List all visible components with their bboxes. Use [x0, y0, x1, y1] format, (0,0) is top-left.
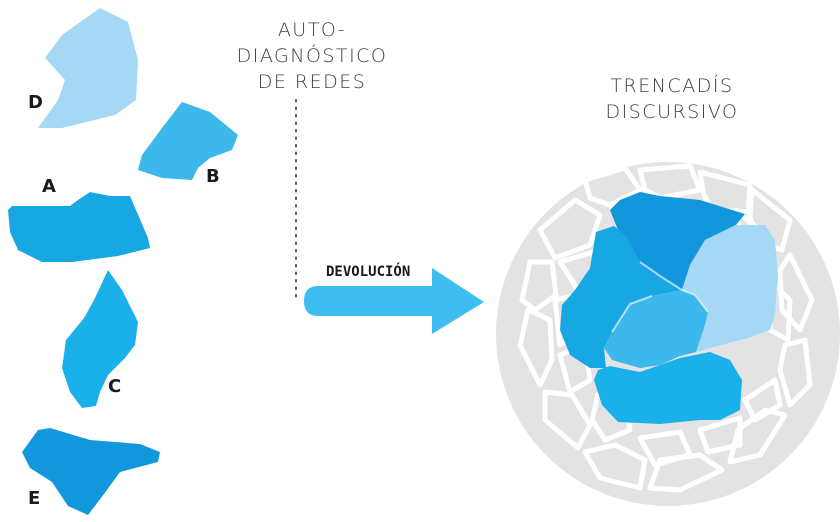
fragment-c-label: C: [108, 376, 121, 397]
fragment-e: [22, 428, 160, 515]
trencadis-mosaic: [496, 162, 840, 506]
trencadis-line-2: DISCURSIVO: [606, 101, 739, 123]
fragment-d: [38, 8, 138, 128]
fragment-a-label: A: [42, 176, 56, 197]
heading-line-2: DIAGNÓSTICO: [237, 43, 388, 67]
mosaic-fragment-seams: [611, 261, 709, 333]
fragment-c: [62, 270, 138, 408]
fragment-b: [138, 102, 238, 180]
mosaic-fragment-left: [560, 226, 682, 368]
mosaic-fragment-bottom: [594, 352, 742, 424]
mosaic-fragment-center: [604, 290, 708, 368]
fragment-a: [8, 192, 150, 262]
fragment-d-label: D: [28, 92, 43, 113]
mosaic-fragment-top: [610, 192, 745, 290]
fragment-e-label: E: [28, 488, 40, 509]
fragments-group: D B A C E: [8, 8, 238, 515]
devolucion-arrow: DEVOLUCIÓN: [304, 262, 484, 334]
heading-line-3: DE REDES: [258, 71, 367, 93]
trencadis-line-1: TRENCADÍS: [610, 74, 733, 97]
auto-diagnostico-heading: AUTO- DIAGNÓSTICO DE REDES: [237, 19, 388, 93]
arrow-label: DEVOLUCIÓN: [326, 262, 410, 280]
fragment-b-label: B: [206, 166, 220, 187]
arrow-shape: [304, 268, 484, 334]
mosaic-fragment-right: [682, 225, 778, 352]
heading-line-1: AUTO-: [278, 19, 346, 41]
trencadis-heading: TRENCADÍS DISCURSIVO: [606, 74, 739, 123]
